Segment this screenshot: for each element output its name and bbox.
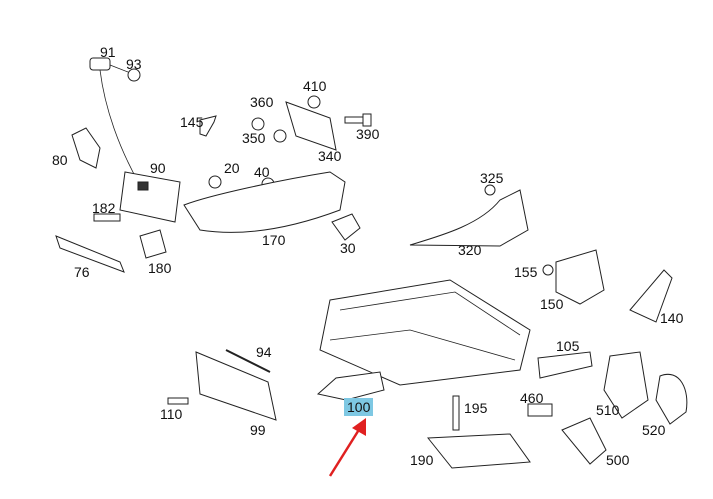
part-340-bracket (285, 101, 337, 151)
part-140-bracket (629, 269, 673, 323)
part-520-panel (655, 373, 688, 425)
label-170[interactable]: 170 (262, 232, 286, 248)
label-195[interactable]: 195 (464, 400, 488, 416)
label-360[interactable]: 360 (250, 94, 274, 110)
part-76-rail (55, 235, 125, 273)
label-30[interactable]: 30 (340, 240, 356, 256)
label-180[interactable]: 180 (148, 260, 172, 276)
part-90-cover (119, 171, 181, 223)
label-182[interactable]: 182 (92, 200, 116, 216)
part-30-cap (331, 213, 361, 241)
label-410[interactable]: 410 (303, 78, 327, 94)
label-150[interactable]: 150 (540, 296, 564, 312)
part-460-clip (527, 403, 553, 417)
part-91-93-clip (89, 57, 141, 186)
part-190-plate (426, 433, 531, 469)
part-510-panel (603, 351, 649, 419)
label-110[interactable]: 110 (160, 406, 183, 422)
label-190[interactable]: 190 (410, 452, 434, 468)
label-76[interactable]: 76 (74, 264, 90, 280)
label-325[interactable]: 325 (480, 170, 504, 186)
label-40[interactable]: 40 (254, 164, 270, 180)
part-320-bracket (409, 189, 529, 247)
part-325-washer (484, 184, 496, 196)
part-94-rod (225, 349, 271, 373)
label-100-selected[interactable]: 100 (344, 398, 374, 416)
label-80[interactable]: 80 (52, 152, 68, 168)
part-150-knob (555, 249, 605, 305)
part-182-screw (93, 213, 121, 222)
part-500-panel (561, 417, 607, 465)
label-105[interactable]: 105 (556, 338, 580, 354)
label-320[interactable]: 320 (458, 242, 482, 258)
part-110-screw (167, 397, 189, 405)
part-145-pin (199, 115, 217, 137)
part-170-trim-panel (183, 171, 346, 233)
label-90[interactable]: 90 (150, 160, 166, 176)
part-360-grommet (251, 117, 265, 131)
part-180-clip (139, 229, 167, 259)
part-410-nut (307, 95, 321, 109)
part-105-rail-cover (537, 351, 593, 379)
label-91[interactable]: 91 (100, 44, 116, 60)
label-99[interactable]: 99 (250, 422, 266, 438)
part-155-washer (542, 264, 554, 276)
label-94[interactable]: 94 (256, 344, 272, 360)
label-20[interactable]: 20 (224, 160, 240, 176)
label-140[interactable]: 140 (660, 310, 684, 326)
label-510[interactable]: 510 (596, 402, 620, 418)
part-80-bracket (71, 127, 101, 169)
label-155[interactable]: 155 (514, 264, 538, 280)
part-350-grommet (273, 129, 287, 143)
seat-frame (319, 279, 531, 386)
pointer-arrow (328, 418, 366, 477)
label-145[interactable]: 145 (180, 114, 204, 130)
label-500[interactable]: 500 (606, 452, 630, 468)
part-100-cover (316, 371, 385, 401)
label-460[interactable]: 460 (520, 390, 544, 406)
part-195-bolt (452, 395, 460, 431)
label-340[interactable]: 340 (318, 148, 342, 164)
label-350[interactable]: 350 (242, 130, 266, 146)
part-390-screw (344, 113, 372, 127)
label-520[interactable]: 520 (642, 422, 666, 438)
label-93[interactable]: 93 (126, 56, 142, 72)
part-20-nut (208, 175, 222, 189)
label-390[interactable]: 390 (356, 126, 380, 142)
part-99-tray (195, 351, 277, 421)
